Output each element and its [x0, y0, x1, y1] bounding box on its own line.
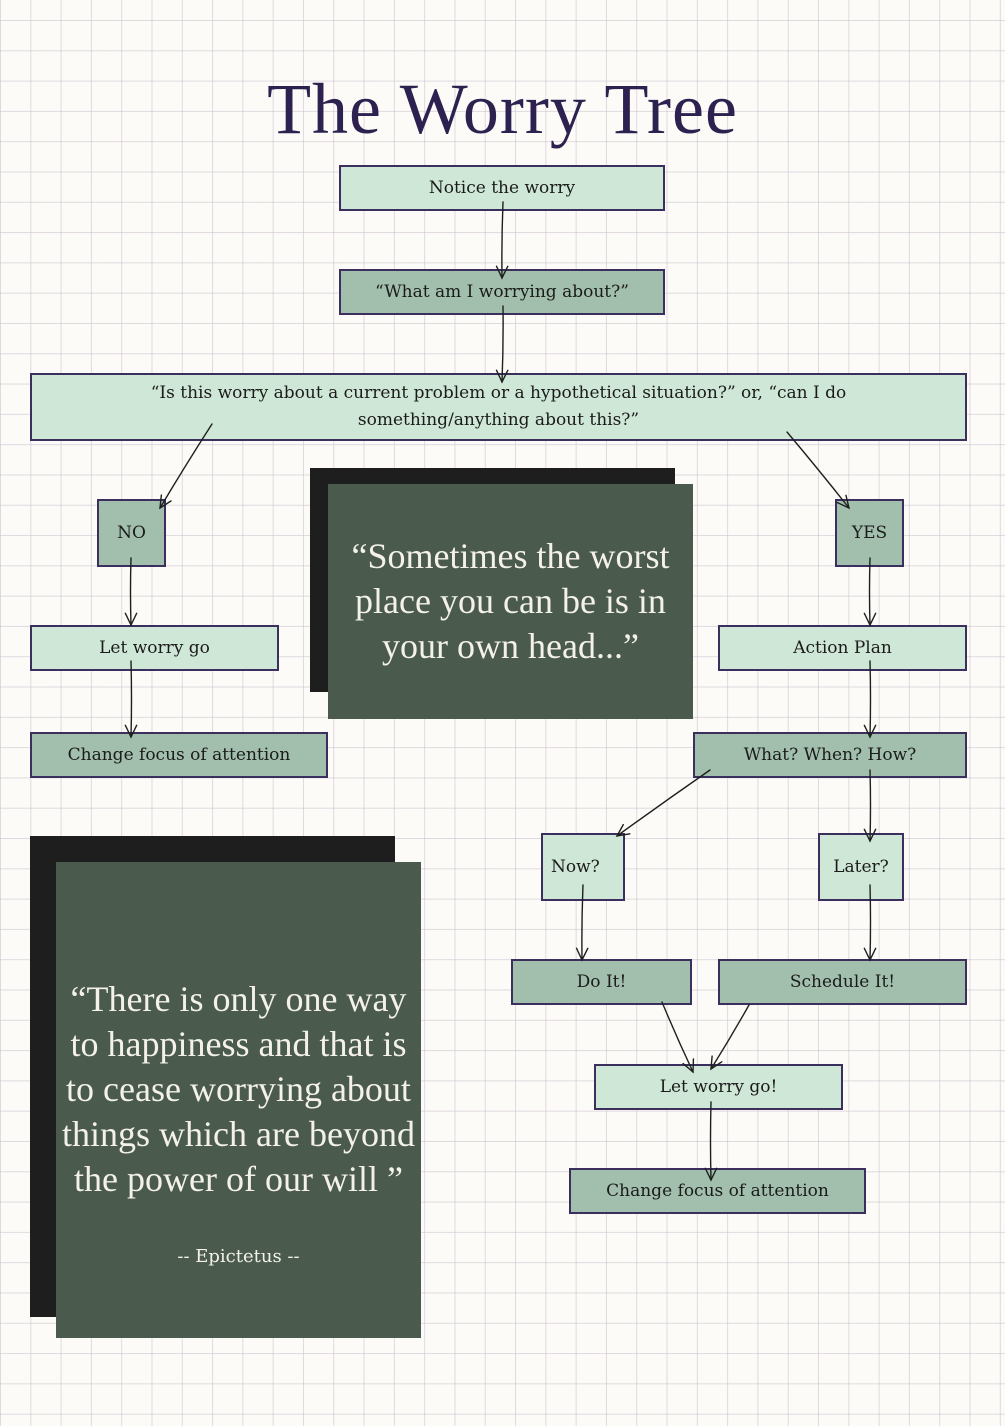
node-action-plan: Action Plan [718, 625, 967, 671]
arrow-no-to-let_go_left [124, 557, 138, 627]
node-change-focus-right: Change focus of attention [569, 1168, 866, 1214]
arrowhead-icon [124, 612, 138, 627]
arrow-schedule_it-to-let_go_right [710, 1004, 750, 1071]
node-do-it: Do It! [511, 959, 692, 1005]
quote-card-head: “Sometimes the worst place you can be is… [328, 484, 693, 719]
arrow-what_worrying-to-question [495, 305, 509, 384]
page-title: The Worry Tree [267, 69, 738, 149]
node-change-focus-left: Change focus of attention [30, 732, 328, 778]
arrow-action_plan-to-what_when_how [863, 660, 877, 739]
arrow-yes-to-action_plan [863, 557, 877, 627]
node-question: “Is this worry about a current problem o… [30, 373, 967, 441]
arrow-do_it-to-let_go_right [661, 1001, 695, 1074]
node-let-worry-go-right: Let worry go! [594, 1064, 843, 1110]
node-now: Now? [541, 833, 625, 901]
arrow-question-to-yes [786, 431, 851, 510]
arrow-let_go_left-to-change_focus_left [124, 660, 138, 739]
arrowhead-icon [863, 612, 877, 627]
node-what-when-how: What? When? How? [693, 732, 967, 778]
quote-epictetus-text: “There is only one way to happiness and … [62, 979, 415, 1199]
node-what-worrying: “What am I worrying about?” [339, 269, 665, 315]
node-no: NO [97, 499, 166, 567]
node-later: Later? [818, 833, 904, 901]
node-notice-worry: Notice the worry [339, 165, 665, 211]
arrow-what_when_how-to-later [863, 769, 877, 843]
quote-card-epictetus: “There is only one way to happiness and … [56, 862, 421, 1338]
arrow-notice-to-what_worrying [495, 201, 509, 280]
quote-head-text: “Sometimes the worst place you can be is… [351, 536, 670, 666]
node-yes: YES [835, 499, 904, 567]
quote-epictetus-author: -- Epictetus -- [177, 1246, 300, 1267]
node-schedule-it: Schedule It! [718, 959, 967, 1005]
arrow-what_when_how-to-now [615, 769, 711, 837]
node-let-worry-go-left: Let worry go [30, 625, 279, 671]
